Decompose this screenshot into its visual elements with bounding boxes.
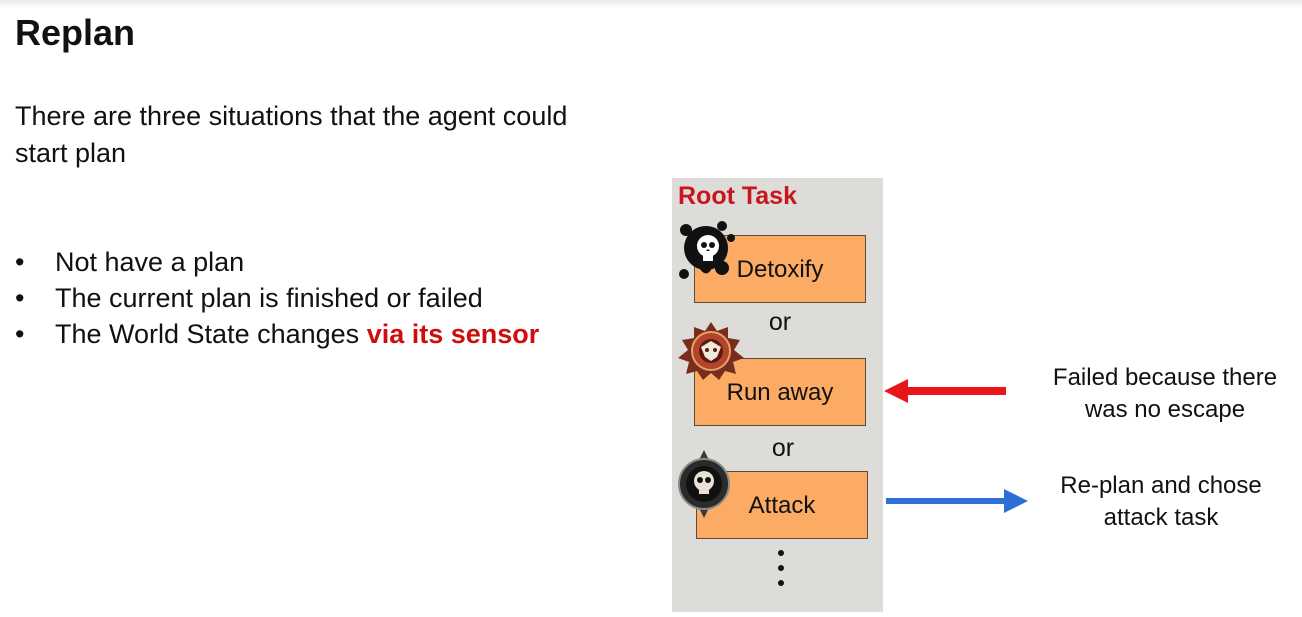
root-task-label: Root Task	[678, 182, 797, 210]
root-task-panel: Root Task Detoxify or Run away or Attack	[672, 178, 883, 612]
bullet-text: The current plan is finished or failed	[55, 283, 483, 313]
bullet-dot: •	[15, 247, 25, 277]
more-tasks-ellipsis	[778, 550, 784, 595]
bullet-dot: •	[15, 283, 25, 313]
slide-top-bar	[0, 0, 1302, 8]
bullet-text: The World State changes	[55, 319, 367, 349]
task-label: Detoxify	[736, 256, 824, 283]
bullet-item: • Not have a plan	[15, 244, 575, 280]
bullet-dot: •	[15, 319, 25, 349]
bullet-highlight: via its sensor	[366, 319, 540, 349]
or-label: or	[771, 434, 795, 462]
bullet-item: • The current plan is finished or failed	[15, 280, 575, 316]
flee-emblem-icon	[678, 322, 744, 380]
failed-annotation: Failed because there was no escape	[1052, 364, 1278, 423]
failed-arrow	[884, 379, 1006, 403]
task-label: Run away	[726, 379, 834, 406]
replan-arrow	[886, 489, 1028, 513]
skull-badge-icon	[678, 450, 730, 518]
bullet-item: • The World State changes via its sensor	[15, 316, 575, 352]
poison-skull-icon	[679, 221, 735, 279]
replan-annotation: Re-plan and chose attack task	[1060, 472, 1262, 531]
situation-list: • Not have a plan • The current plan is …	[15, 244, 575, 352]
bullet-text: Not have a plan	[55, 247, 245, 277]
intro-text: There are three situations that the agen…	[15, 101, 568, 168]
task-label: Attack	[748, 492, 816, 519]
or-label: or	[768, 308, 792, 336]
task-run-away: Run away	[694, 358, 866, 426]
slide-title: Replan	[15, 12, 136, 53]
